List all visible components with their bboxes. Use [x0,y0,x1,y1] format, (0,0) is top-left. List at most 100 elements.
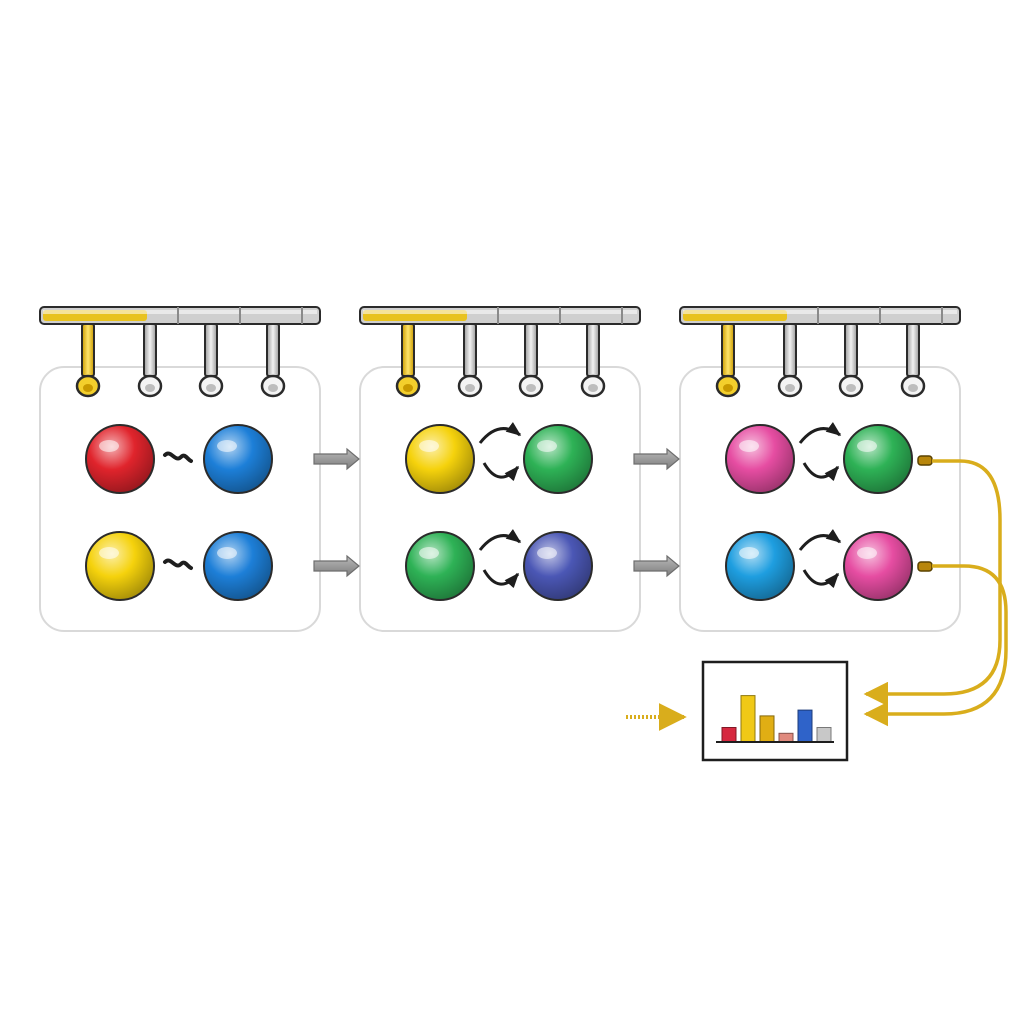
sphere-highlight [217,547,237,559]
cyan-sphere [725,531,795,601]
sphere-pair-1 [85,424,273,494]
yellow-sphere [85,531,155,601]
pin-shaft [906,323,920,377]
pin-shaft [844,323,858,377]
pin-head-inner [465,384,475,392]
stages-layer [39,306,961,632]
pink-sphere [843,531,913,601]
pin [260,323,286,398]
green-sphere [843,424,913,494]
sphere-highlight [857,440,877,452]
sphere-highlight [217,440,237,452]
red-sphere [85,424,155,494]
result-bar-6 [816,727,832,743]
pin [777,323,803,398]
flow-arrow-1-2 [313,554,360,578]
stage-panel [679,366,961,632]
pin-head-inner [723,384,733,392]
pin-shaft [463,323,477,377]
sphere-highlight [419,547,439,559]
pin-shaft [586,323,600,377]
sphere-highlight [537,440,557,452]
pin-shaft [783,323,797,377]
sphere-highlight [739,547,759,559]
rail-highlight [363,310,637,314]
feed-line-bottom [863,564,1008,727]
yellow-sphere [405,424,475,494]
pin [137,323,163,398]
green-sphere [405,531,475,601]
result-bar-2 [740,695,756,743]
rail-bar [679,306,961,325]
feed-line-top [863,459,1002,707]
pin-head-inner [83,384,93,392]
result-frame [701,660,849,762]
pin-head-inner [206,384,216,392]
pin-shaft [266,323,280,377]
sphere-highlight [537,547,557,559]
pin-head-inner [268,384,278,392]
pin-shaft [721,323,735,377]
pin-active [75,323,101,398]
flow-arrow-2-1 [633,447,680,471]
exchange-arrow-top [478,422,522,444]
pin-head-inner [145,384,155,392]
pin [580,323,606,398]
pin-shaft [81,323,95,377]
pin-shaft [524,323,538,377]
bond-squiggle [163,558,193,570]
exchange-arrow-bottom [482,462,520,482]
flow-arrow-shape [313,447,360,471]
feed-connector-bottom [917,561,933,572]
sphere-pair-2 [85,531,273,601]
blue-sphere [203,531,273,601]
pin-head-inner [908,384,918,392]
rail-highlight [43,310,317,314]
pink-sphere [725,424,795,494]
stage-1 [39,306,321,632]
pin [518,323,544,398]
flow-arrow-1-1 [313,447,360,471]
sphere-pair-1 [405,422,593,494]
pin-active [715,323,741,398]
blue-sphere [203,424,273,494]
flow-arrow-shape [633,447,680,471]
result-bar-5 [797,709,813,743]
pin-head-inner [403,384,413,392]
result-bar-3 [759,715,775,743]
pin-head-inner [846,384,856,392]
sphere-highlight [99,440,119,452]
feed-lines-layer [626,455,1008,731]
exchange-arrow-bottom [482,569,520,589]
pin [838,323,864,398]
sphere-highlight [739,440,759,452]
stage-3 [679,306,961,632]
bond-squiggle [163,451,193,463]
pin [457,323,483,398]
indigo-sphere [523,531,593,601]
exchange-arrow-bottom [802,569,840,589]
pin-shaft [143,323,157,377]
result-bar-4 [778,732,794,743]
green-sphere [523,424,593,494]
stage-2 [359,306,641,632]
pin-head-inner [526,384,536,392]
rail-bar [39,306,321,325]
flow-arrows-layer [313,447,680,578]
pin [198,323,224,398]
pin-shaft [204,323,218,377]
sphere-pair-2 [725,529,913,601]
sphere-pair-2 [405,529,593,601]
exchange-arrow-top [798,529,842,551]
flow-arrow-shape [313,554,360,578]
rail-highlight [683,310,957,314]
sphere-highlight [857,547,877,559]
flow-arrow-shape [633,554,680,578]
feed-connector-top [917,455,933,466]
flow-arrow-2-2 [633,554,680,578]
sphere-highlight [99,547,119,559]
pin-shaft [401,323,415,377]
pin-active [395,323,421,398]
pin [900,323,926,398]
